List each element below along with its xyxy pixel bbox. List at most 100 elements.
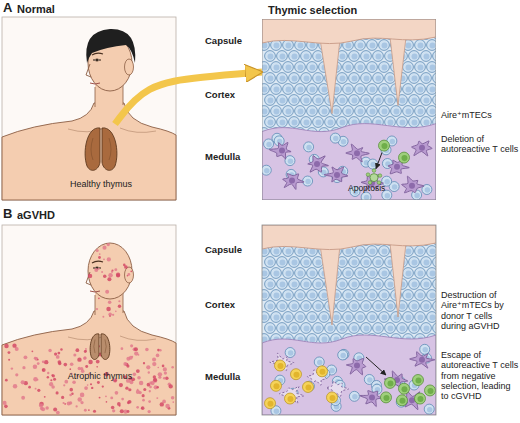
lymphocyte-body	[277, 73, 288, 84]
lymphocyte-nucleus	[388, 326, 394, 332]
lymphocyte	[313, 117, 324, 128]
eye	[93, 59, 101, 61]
rash-spot	[80, 393, 85, 398]
lymphocyte-nucleus	[298, 315, 304, 321]
lymphocyte-body	[307, 268, 318, 279]
lymphocyte-body	[265, 51, 276, 62]
lymphocyte	[379, 106, 390, 117]
lymphocyte	[265, 323, 276, 334]
rash-spot	[139, 381, 143, 385]
rash-spot	[3, 401, 7, 405]
lymphocyte	[262, 84, 269, 95]
lymphocyte-body	[421, 51, 432, 62]
lymphocyte	[415, 40, 426, 51]
lymphocyte-body	[337, 73, 348, 84]
lymphocyte	[265, 95, 276, 106]
rash-spot	[131, 356, 133, 358]
medulla	[262, 124, 436, 200]
lymphocyte-body	[307, 106, 318, 117]
lymphocyte-nucleus	[367, 377, 373, 383]
rash-spot	[21, 396, 25, 400]
mouth	[90, 291, 100, 292]
autoreactive-t-cell	[413, 375, 424, 386]
lymphocyte-body	[373, 73, 384, 84]
lymphocyte	[421, 323, 432, 334]
lymphocyte-body	[301, 279, 312, 290]
lymphocyte-body	[337, 301, 348, 312]
person-agvhd	[2, 225, 176, 415]
lymphocyte-body	[277, 301, 288, 312]
nose	[86, 64, 91, 77]
lymphocyte-nucleus	[352, 304, 358, 310]
lymphocyte-body	[295, 312, 306, 323]
lymphocyte	[277, 95, 288, 106]
lymphocyte-body	[295, 62, 306, 73]
lymphocyte	[301, 73, 312, 84]
lymphocyte-body	[343, 312, 354, 323]
lymphocyte	[343, 62, 354, 73]
lymphocyte-body	[271, 312, 282, 323]
rash-spot	[4, 405, 8, 409]
lymphocyte	[301, 257, 312, 268]
lymphocyte-nucleus	[364, 76, 370, 82]
lymphocyte-nucleus	[412, 326, 418, 332]
rash-spot	[143, 362, 145, 364]
lymphocyte-body	[265, 95, 276, 106]
lymphocyte	[338, 350, 348, 360]
lymphocyte-body	[420, 344, 430, 354]
lymphocyte-nucleus	[316, 54, 322, 60]
rash-spot	[165, 404, 170, 409]
rash-spot	[73, 353, 76, 356]
rash-spot	[90, 383, 92, 385]
lymphocyte	[421, 279, 432, 290]
autoreactive-t-cell-body	[385, 377, 396, 388]
lymphocyte	[385, 301, 396, 312]
rash-spot	[117, 402, 121, 406]
lymphocyte	[409, 257, 420, 268]
escape-arrow	[366, 357, 386, 375]
lymphocyte-body	[349, 51, 360, 62]
lymphocyte-body	[289, 279, 300, 290]
autoreactive-t-cell-nucleus	[399, 398, 405, 404]
rash-spot	[69, 394, 72, 397]
lymphocyte-body	[301, 301, 312, 312]
lymphocyte-body	[421, 301, 432, 312]
lymphocyte-nucleus	[340, 98, 346, 104]
thymus-organ: Healthy thymus	[66, 124, 136, 190]
lymphocyte	[379, 40, 390, 51]
lymphocyte-nucleus	[280, 76, 286, 82]
rash-spot	[165, 377, 169, 381]
lymphocyte	[427, 106, 436, 117]
lymphocyte-body	[301, 257, 312, 268]
lymphocyte-body	[289, 117, 300, 128]
lymphocyte	[307, 290, 318, 301]
lymphocyte-body	[355, 84, 366, 95]
lymphocyte-body	[337, 117, 348, 128]
rash-spot	[130, 344, 133, 347]
lymphocyte-body	[415, 290, 426, 301]
lymphocyte-nucleus	[388, 98, 394, 104]
lymphocyte-body	[283, 62, 294, 73]
lymphocyte	[289, 117, 300, 128]
selected-cells	[265, 357, 436, 409]
mtec-nucleus	[419, 357, 425, 363]
lymphocyte	[283, 84, 294, 95]
lymphocyte-nucleus	[268, 76, 274, 82]
lymphocyte-nucleus	[262, 271, 267, 277]
lymphocyte	[379, 62, 390, 73]
lymphocyte	[301, 301, 312, 312]
rash-spot	[4, 344, 9, 349]
rash-spot	[85, 348, 87, 350]
lymphocyte-body	[283, 40, 294, 51]
destroyed-mtec	[270, 353, 294, 370]
rash-spot	[157, 386, 159, 388]
lymphocyte-body	[289, 95, 300, 106]
mtec-cells	[270, 352, 435, 410]
rash-spot	[93, 410, 96, 413]
lymphocyte-nucleus	[334, 109, 340, 115]
lymphocyte-nucleus	[424, 260, 430, 266]
lymphocyte	[420, 344, 430, 354]
lymphocyte-body	[379, 62, 390, 73]
autoreactive-t-cell-nucleus	[401, 386, 407, 392]
lymphocyte-body	[262, 106, 269, 117]
